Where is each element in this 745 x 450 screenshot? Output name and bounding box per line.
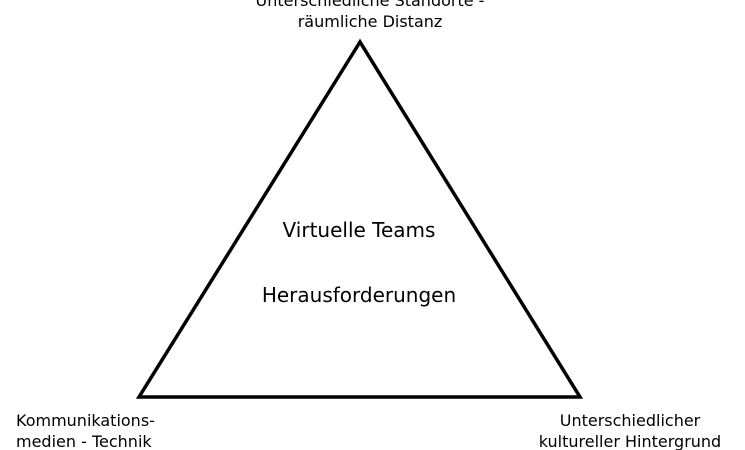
center-subtitle: Herausforderungen bbox=[261, 283, 457, 307]
top-vertex-line1: Unterschiedliche Standorte - bbox=[255, 0, 485, 10]
bottom-left-vertex-label: Kommunikations- medien - Technik bbox=[16, 410, 155, 450]
top-vertex-label: Unterschiedliche Standorte - räumliche D… bbox=[220, 0, 520, 32]
bottom-right-vertex-line1: Unterschiedlicher bbox=[559, 411, 701, 430]
bottom-left-vertex-line2: medien - Technik bbox=[16, 432, 152, 450]
triangle-shape bbox=[135, 38, 584, 399]
bottom-right-vertex-line2: kultureller Hintergrund bbox=[538, 432, 722, 450]
bottom-right-vertex-label: Unterschiedlicher kultureller Hintergrun… bbox=[520, 410, 740, 450]
center-title: Virtuelle Teams bbox=[282, 218, 436, 242]
top-vertex-line2: räumliche Distanz bbox=[297, 12, 443, 31]
bottom-left-vertex-line1: Kommunikations- bbox=[16, 411, 155, 430]
